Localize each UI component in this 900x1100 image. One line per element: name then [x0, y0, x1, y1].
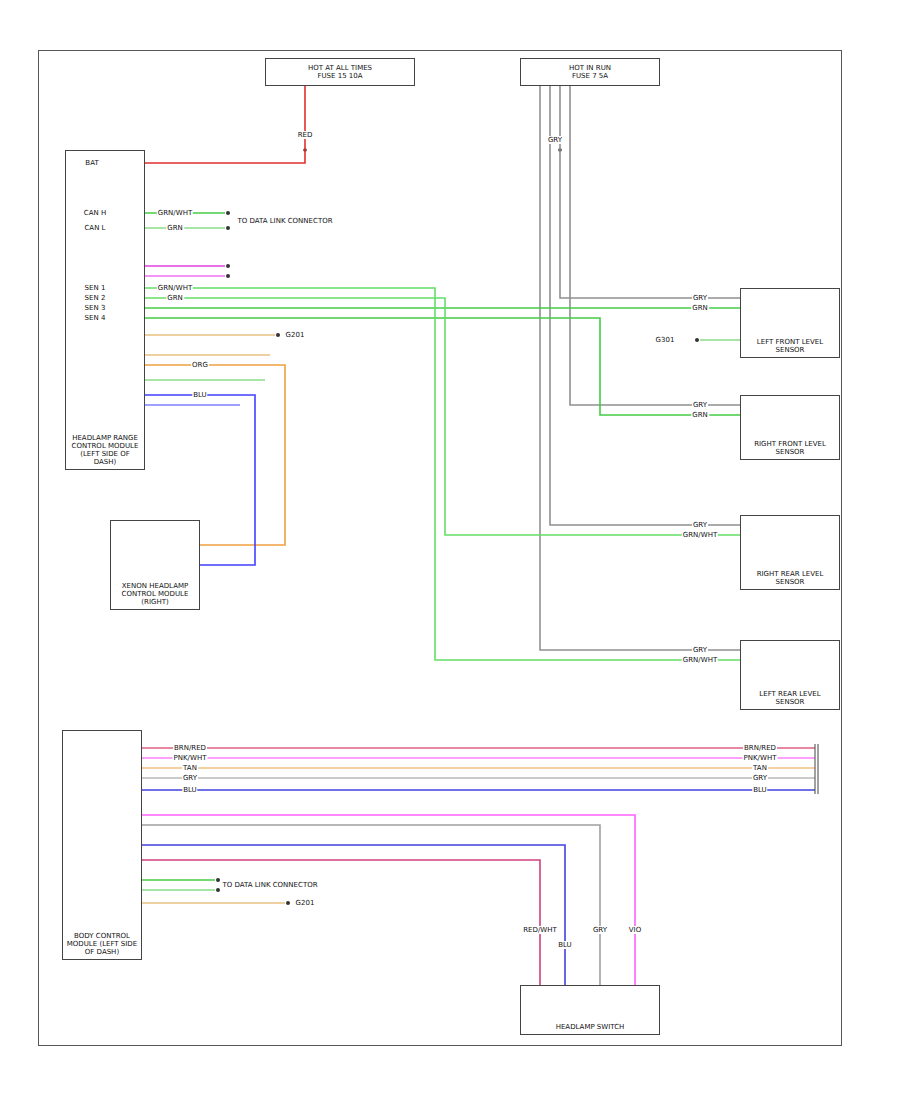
wire-label: G201: [295, 899, 316, 907]
wire: [145, 365, 285, 545]
component-box: RIGHT FRONT LEVEL SENSOR: [740, 395, 840, 460]
wire-label: SEN 2: [84, 294, 107, 302]
component-name: FUSE 7 5A: [524, 72, 656, 80]
wire-label: BRN/RED: [743, 744, 777, 752]
component-name: FUSE 15 10A: [269, 72, 411, 80]
wire-label: GRN/WHT: [682, 531, 718, 539]
wire-label: TO DATA LINK CONNECTOR: [236, 217, 333, 225]
wire-label: RED: [297, 131, 314, 139]
wire: [550, 86, 740, 525]
wire: [145, 288, 740, 660]
wire-label: GRN/WHT: [682, 656, 718, 664]
component-box: XENON HEADLAMP CONTROL MODULE (RIGHT): [110, 520, 200, 610]
wire-label: TAN: [752, 764, 768, 772]
wire: [570, 86, 740, 405]
wire-label: GRY: [592, 926, 608, 934]
component-name: HEADLAMP RANGE CONTROL MODULE (LEFT SIDE…: [69, 434, 141, 466]
component-name: HEADLAMP SWITCH: [524, 1023, 656, 1031]
component-name: RIGHT FRONT LEVEL SENSOR: [744, 440, 836, 456]
wire-label: GRN/WHT: [157, 284, 193, 292]
wire-label: VIO: [628, 926, 642, 934]
wire: [145, 318, 740, 415]
wire-label: GRY: [692, 521, 708, 529]
wire-label: GRY: [752, 774, 768, 782]
wire-label: CAN H: [83, 209, 107, 217]
wire-label: PNK/WHT: [173, 754, 208, 762]
component-box: RIGHT REAR LEVEL SENSOR: [740, 515, 840, 590]
wire: [142, 845, 565, 985]
wire-label: GRY: [547, 136, 563, 144]
wire-label: PNK/WHT: [743, 754, 778, 762]
component-name: HOT AT ALL TIMES: [269, 64, 411, 72]
wire-label: BLU: [182, 786, 197, 794]
wire-label: SEN 1: [84, 284, 107, 292]
wire-label: GRN: [166, 224, 184, 232]
component-name: HOT IN RUN: [524, 64, 656, 72]
component-name: LEFT FRONT LEVEL SENSOR: [744, 338, 836, 354]
wire: [560, 86, 740, 298]
wire-label: GRY: [182, 774, 198, 782]
wire-label: ORG: [191, 361, 209, 369]
wire-label: GRY: [692, 294, 708, 302]
wire-label: TO DATA LINK CONNECTOR: [221, 881, 318, 889]
wire-label: BLU: [557, 941, 572, 949]
wire: [145, 298, 740, 535]
wire: [142, 860, 540, 985]
component-box: LEFT FRONT LEVEL SENSOR: [740, 288, 840, 358]
wire-label: G201: [285, 331, 306, 339]
component-box: BODY CONTROL MODULE (LEFT SIDE OF DASH): [62, 730, 142, 960]
wire-label: CAN L: [83, 224, 106, 232]
wire: [540, 86, 740, 650]
component-name: LEFT REAR LEVEL SENSOR: [744, 690, 836, 706]
wire: [145, 307, 740, 309]
wire: [142, 815, 635, 985]
component-box: LEFT REAR LEVEL SENSOR: [740, 640, 840, 710]
component-name: RIGHT REAR LEVEL SENSOR: [744, 570, 836, 586]
wire-label: BRN/RED: [173, 744, 207, 752]
wire: [145, 86, 305, 163]
wire-label: GRN: [691, 411, 709, 419]
wire-label: GRY: [692, 646, 708, 654]
wire-label: G301: [655, 336, 676, 344]
wire-label: TAN: [182, 764, 198, 772]
wire-label: BLU: [192, 391, 207, 399]
component-box: HEADLAMP SWITCH: [520, 985, 660, 1035]
wire-label: GRN: [166, 294, 184, 302]
component-name: BODY CONTROL MODULE (LEFT SIDE OF DASH): [66, 932, 138, 956]
wire-label: RED/WHT: [522, 926, 558, 934]
wire-label: SEN 4: [84, 314, 107, 322]
wire-label: BAT: [84, 159, 99, 167]
wire-label: SEN 3: [84, 304, 107, 312]
component-box: HOT IN RUNFUSE 7 5A: [520, 58, 660, 86]
component-box: HOT AT ALL TIMESFUSE 15 10A: [265, 58, 415, 86]
wire-label: BLU: [752, 786, 767, 794]
wire: [142, 825, 600, 985]
wire-label: GRY: [692, 401, 708, 409]
component-name: XENON HEADLAMP CONTROL MODULE (RIGHT): [114, 582, 196, 606]
wire-label: GRN/WHT: [157, 209, 193, 217]
wire-label: GRN: [691, 304, 709, 312]
